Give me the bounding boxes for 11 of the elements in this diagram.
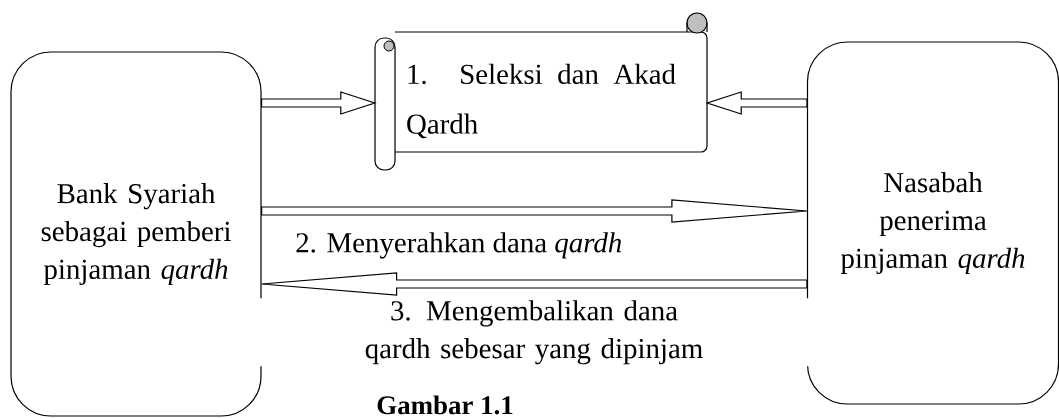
double-arrow [261,199,808,223]
party-box: Nasabah penerima pinjaman qardh [806,41,1059,405]
node-label: 1. Seleksi dan Akad Qardh [407,63,676,139]
edge-label: 3. Mengembalikan dana qardh sebesar yang dipinjam [252,298,816,367]
scroll-box: 1. Seleksi dan Akad Qardh [374,12,708,171]
party-box: Bank Syariah sebagai pemberi pinjaman qardh [10,51,262,417]
double-arrow [705,91,808,115]
edge-label: 2. Menyerahkan dana qardh [293,230,625,261]
caption: Gambar 1.1 [377,395,513,415]
double-arrow [261,91,377,115]
double-arrow [261,272,808,296]
